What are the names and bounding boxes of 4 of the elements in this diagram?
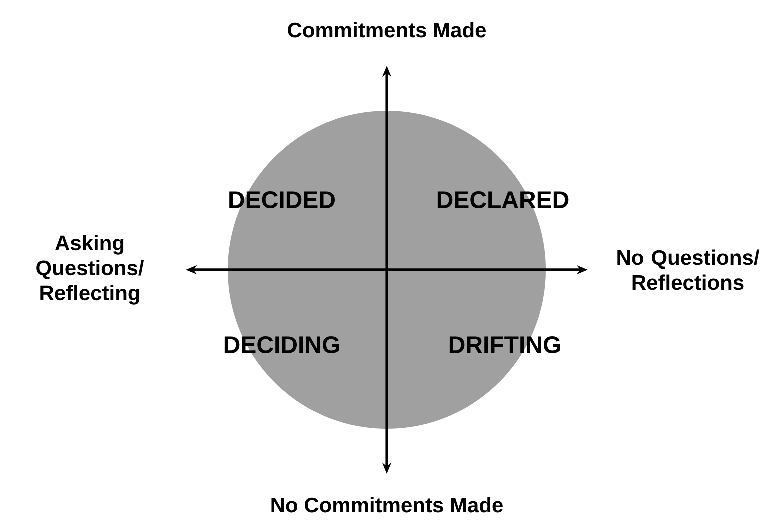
axis-label: Asking Questions/ Reflecting	[36, 235, 144, 305]
axis-label: Commitments Made	[288, 22, 486, 38]
axis-label: No Questions/ Reflections	[618, 250, 760, 290]
axis-label: No Commitments Made	[272, 497, 503, 513]
